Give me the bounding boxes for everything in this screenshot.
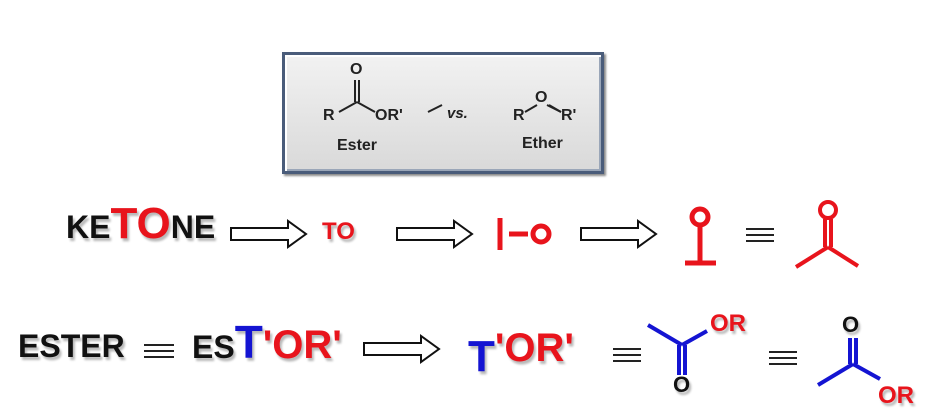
- ether-o-label: O: [535, 89, 548, 106]
- estor-t: T: [234, 316, 263, 368]
- ester-vs-ether-box: R O OR' Ester vs. R O R' Ether: [282, 52, 604, 174]
- ketone-word: KETONE: [66, 202, 216, 247]
- ketone-part-ke: KE: [66, 209, 111, 245]
- to-label: TO: [322, 218, 355, 245]
- estor-prefix: ES: [192, 329, 235, 365]
- equivalence-icon: [144, 344, 174, 358]
- t-dash-o-structure: [497, 218, 552, 250]
- estor-suffix: 'OR': [262, 323, 342, 367]
- ether-name: Ether: [522, 135, 563, 152]
- inverted-t-structure: [685, 206, 716, 266]
- retro-arrow-icon: [396, 219, 474, 249]
- ester-skeletal-structure-up: [816, 338, 881, 387]
- ether-r2-label: R': [561, 107, 577, 124]
- equivalence-icon: [613, 348, 641, 362]
- ester-carbonyl-o-label: O: [350, 61, 363, 78]
- ester1-or-label: OR: [710, 310, 746, 337]
- retro-arrow-icon: [230, 219, 308, 249]
- ester-word: ESTER: [18, 328, 125, 364]
- retro-arrow-icon: [580, 219, 658, 249]
- tor-t: T: [468, 332, 495, 381]
- tor-word: T'OR': [468, 322, 574, 382]
- ester2-or-label: OR: [878, 382, 914, 409]
- vs-label: vs.: [447, 105, 468, 122]
- tor-suffix: 'OR': [494, 326, 574, 370]
- equivalence-icon: [746, 228, 774, 242]
- ester1-o-label: O: [673, 372, 691, 397]
- equivalence-icon: [769, 351, 797, 365]
- estor-word: EST'OR': [192, 318, 342, 371]
- ether-r-label: R: [513, 107, 525, 124]
- ketone-part-to: TO: [110, 199, 171, 248]
- ester-name: Ester: [337, 137, 378, 154]
- ester-or-label: OR': [375, 107, 403, 124]
- ether-bonds: [524, 104, 562, 113]
- retro-arrow-icon: [363, 334, 441, 364]
- ketone-part-ne: NE: [170, 209, 216, 245]
- ester-skeletal-structure-down: [646, 323, 708, 375]
- ketone-skeletal-structure: [794, 200, 860, 269]
- ester-r-label: R: [323, 107, 335, 124]
- ester2-o-label: O: [842, 312, 860, 337]
